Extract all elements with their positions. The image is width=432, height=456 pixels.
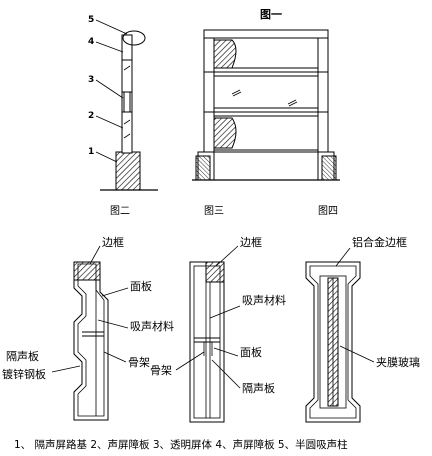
post — [121, 34, 133, 154]
fig3-absorb-label: 吸声材料 — [242, 293, 286, 307]
fig3-skeleton-label: 骨架 — [150, 364, 172, 377]
absorber-top — [213, 39, 237, 69]
caption-fig2: 图二 — [110, 205, 130, 217]
legend-text: 1、 隔声屏路基 2、声屏障板 3、透明屏体 4、声屏障板 5、半圆吸声柱 — [14, 438, 348, 451]
section-fig4: 铝合金边框 夹膜玻璃 — [305, 235, 420, 423]
top-column — [122, 30, 146, 46]
fig2-plate-label-1: 隔声板 — [6, 349, 39, 363]
callout-3: 3 — [88, 75, 94, 85]
callout-4: 4 — [88, 37, 94, 47]
fig3-plate-label: 隔声板 — [242, 381, 275, 395]
caption-fig4: 图四 — [318, 205, 338, 217]
fig2-absorb-label: 吸声材料 — [130, 319, 174, 333]
section-fig2: 边框 面板 吸声材料 骨架 隔声板 镀锌钢板 — [2, 236, 174, 421]
fig1-title: 图一 — [260, 8, 282, 21]
fig4-frame-label: 铝合金边框 — [352, 235, 407, 249]
fig2-plate-label-2: 镀锌钢板 — [2, 367, 46, 381]
foundation — [115, 151, 141, 191]
fig3-panel-label: 面板 — [240, 345, 262, 359]
fig3-frame-label: 边框 — [240, 236, 262, 249]
callout-5: 5 — [88, 15, 94, 25]
fig4-glass-label: 夹膜玻璃 — [376, 355, 420, 369]
fig2-frame-label: 边框 — [102, 236, 124, 249]
fig1-post: 5 4 3 2 1 — [88, 15, 158, 191]
caption-fig3: 图三 — [204, 205, 224, 217]
front-elevation — [192, 29, 340, 181]
fig2-skeleton-label: 骨架 — [128, 356, 150, 369]
fig3-frame-hatch — [205, 261, 225, 283]
callout-2: 2 — [88, 111, 94, 121]
fig2-panel-label: 面板 — [130, 279, 152, 293]
callout-1: 1 — [88, 147, 94, 157]
section-fig3: 边框 吸声材料 面板 骨架 隔声板 — [150, 236, 286, 423]
frame-hatch — [73, 261, 101, 281]
absorber-bottom — [213, 117, 237, 149]
